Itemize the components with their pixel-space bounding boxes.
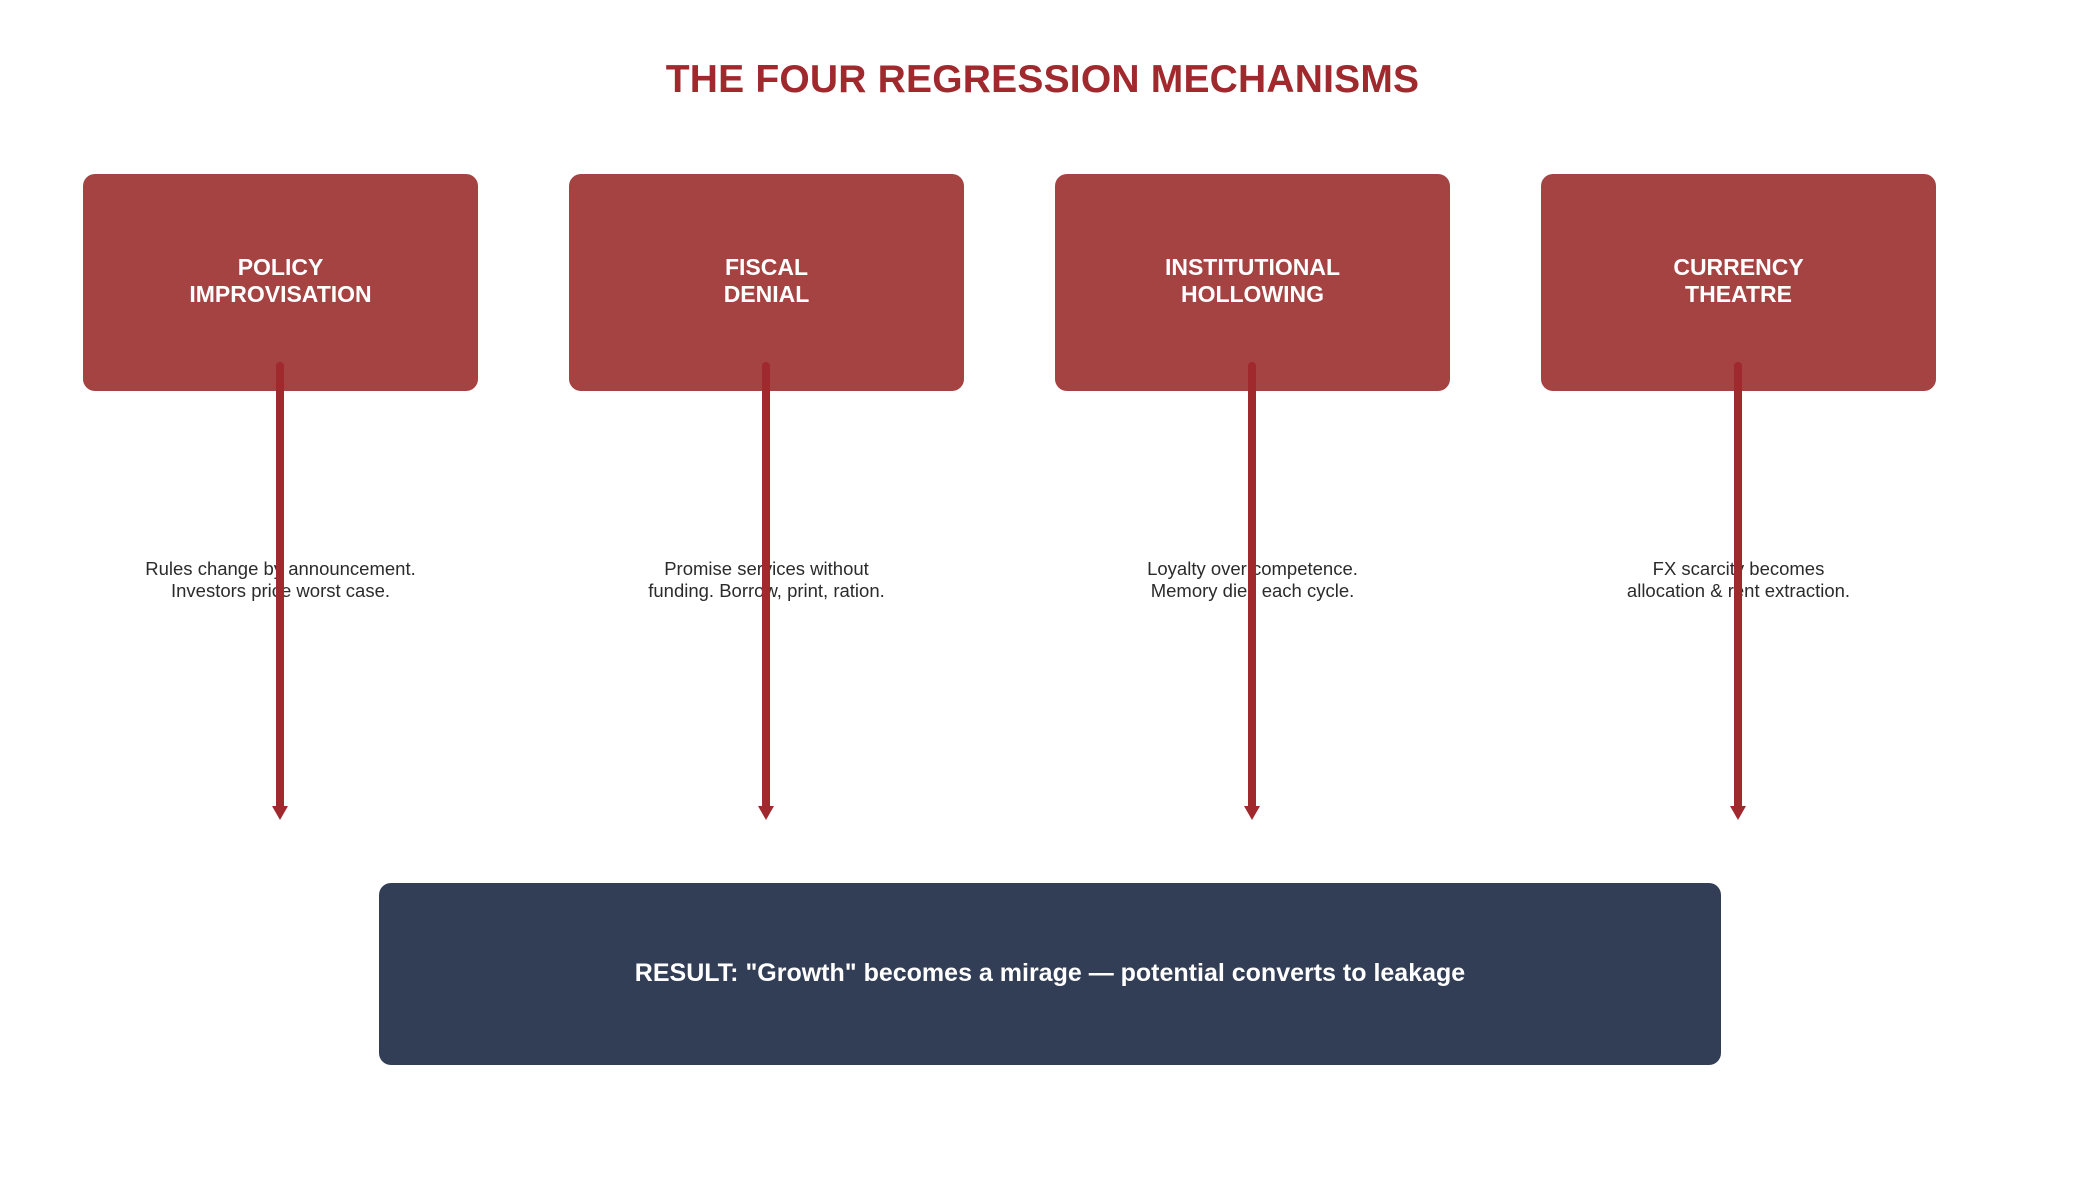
description-line: FX scarcity becomes [1652, 558, 1825, 579]
mechanism-label-line: CURRENCY [1673, 254, 1804, 280]
mechanism-box-institutional-hollowing: INSTITUTIONAL HOLLOWING [1055, 174, 1450, 391]
mechanism-label-line: THEATRE [1685, 281, 1792, 307]
description-line: Memory dies each cycle. [1150, 580, 1355, 601]
description-line: Promise services without [664, 558, 869, 579]
result-box: RESULT: "Growth" becomes a mirage — pote… [379, 883, 1721, 1065]
mechanism-label-line: POLICY [237, 254, 324, 280]
mechanism-label-line: DENIAL [723, 281, 810, 307]
mechanism-box-fiscal-denial: FISCAL DENIAL [569, 174, 964, 391]
diagram-title: THE FOUR REGRESSION MECHANISMS [665, 58, 1420, 101]
description-line: Loyalty over competence. [1147, 558, 1358, 579]
mechanism-label: CURRENCY THEATRE [1541, 254, 1936, 308]
mechanism-label-line: IMPROVISATION [189, 281, 372, 307]
mechanism-box-policy-improvisation: POLICY IMPROVISATION [83, 174, 478, 391]
description-line: Rules change by announcement. [145, 558, 416, 579]
mechanism-label: POLICY IMPROVISATION [83, 254, 478, 308]
mechanism-label: FISCAL DENIAL [569, 254, 964, 308]
mechanism-description: Promise services without funding. Borrow… [569, 558, 964, 602]
result-text: RESULT: "Growth" becomes a mirage — pote… [634, 959, 1466, 987]
mechanism-label-line: FISCAL [724, 254, 809, 280]
mechanism-label: INSTITUTIONAL HOLLOWING [1055, 254, 1450, 308]
description-line: funding. Borrow, print, ration. [648, 580, 885, 601]
mechanism-label-line: HOLLOWING [1180, 281, 1325, 307]
mechanism-description: Loyalty over competence. Memory dies eac… [1055, 558, 1450, 602]
mechanism-label-line: INSTITUTIONAL [1164, 254, 1341, 280]
description-line: allocation & rent extraction. [1626, 580, 1851, 601]
mechanism-box-currency-theatre: CURRENCY THEATRE [1541, 174, 1936, 391]
mechanism-description: FX scarcity becomes allocation & rent ex… [1541, 558, 1936, 602]
mechanism-description: Rules change by announcement. Investors … [83, 558, 478, 602]
description-line: Investors price worst case. [171, 580, 390, 601]
